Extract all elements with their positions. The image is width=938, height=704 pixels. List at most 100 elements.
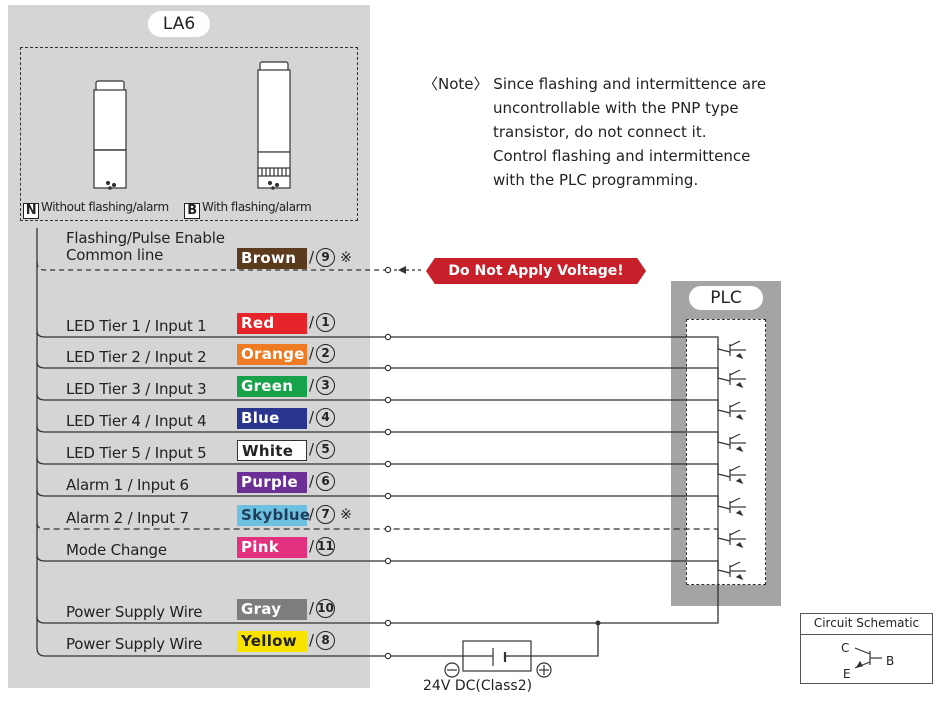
terminals (384, 266, 392, 660)
wire-purple (36, 489, 731, 510)
device-name-tag: LA6 (148, 11, 210, 37)
note: 〈Note〉 Since flashing and intermittence … (423, 72, 766, 192)
pin-purple: /6 (309, 472, 336, 491)
wire-label-skyblue: Alarm 2 / Input 7 (66, 509, 189, 527)
wire-label-gray: Power Supply Wire (66, 603, 203, 621)
variant-n-label: Without flashing/alarm (41, 200, 169, 214)
color-box-red: Red (237, 313, 307, 334)
wire-red (36, 330, 731, 353)
variant-n-letter: N (23, 203, 39, 219)
note-line-5: with the PLC programming. (493, 171, 699, 189)
color-box-brown: Brown (237, 248, 307, 269)
tower-lamp-n-icon (93, 80, 127, 190)
wire-blue (36, 425, 731, 446)
note-line-1: Since flashing and intermittence are (493, 75, 767, 93)
transistor-6 (729, 497, 746, 517)
pin-number: 3 (316, 376, 336, 395)
warning-banner: Do Not Apply Voltage! (426, 258, 646, 284)
pin-number: 5 (316, 440, 336, 459)
pin-blue: /4 (309, 408, 336, 427)
variant-b-letter: B (184, 203, 200, 219)
color-box-purple: Purple (237, 472, 307, 493)
plc-name-tag: PLC (689, 286, 763, 310)
wire-skyblue-tail (717, 529, 731, 542)
pin-number: 7 (316, 505, 336, 524)
wire-label-blue: LED Tier 4 / Input 4 (66, 412, 207, 430)
wire-gray (36, 580, 719, 624)
pin-gray: /10 (309, 599, 336, 618)
note-line-2: uncontrollable with the PNP type (493, 99, 739, 117)
schematic-c-label: C (841, 641, 850, 655)
warning-arrow (398, 266, 406, 274)
battery-icon (444, 640, 552, 678)
supply-label: 24V DC(Class2) (423, 678, 533, 694)
pin-number: 2 (316, 344, 336, 363)
color-box-blue: Blue (237, 408, 307, 429)
schematic-b-label: B (886, 654, 895, 668)
pin-number: 6 (316, 472, 336, 491)
pin-number: 9 (316, 248, 336, 267)
color-box-skyblue: Skyblue (237, 505, 310, 526)
circuit-schematic-title: Circuit Schematic (800, 613, 933, 635)
wire-brown (36, 261, 388, 271)
color-box-orange: Orange (237, 344, 307, 365)
schematic-e-label: E (843, 667, 851, 681)
transistor-2 (729, 369, 746, 389)
wire-pink (36, 554, 731, 574)
transistor-3 (729, 401, 746, 421)
ref-mark: ※ (340, 507, 352, 523)
circuit-schematic-box (800, 613, 933, 684)
color-box-gray: Gray (237, 599, 307, 620)
wire-label-brown: Flashing/Pulse Enable Common line (66, 230, 225, 264)
note-prefix: 〈Note〉 (423, 75, 489, 93)
wire-lines (36, 261, 731, 657)
pin-number: 10 (316, 599, 336, 618)
color-box-yellow: Yellow (237, 631, 307, 652)
variant-b-label: With flashing/alarm (202, 200, 312, 214)
wire-white (36, 457, 731, 478)
color-box-green: Green (237, 376, 307, 397)
pin-red: /1 (309, 313, 336, 332)
transistor-1 (729, 340, 746, 360)
transistor-7 (729, 529, 746, 549)
la6-panel (8, 5, 370, 688)
plc-transistors (717, 340, 746, 581)
wire-label-brown-line2: Common line (66, 246, 164, 264)
transistor-4 (729, 433, 746, 453)
transistor-5 (729, 465, 746, 485)
variant-box (20, 47, 358, 221)
pin-number: 4 (316, 408, 336, 427)
schematic-transistor-icon (854, 647, 882, 669)
wire-label-green: LED Tier 3 / Input 3 (66, 380, 207, 398)
wire-label-orange: LED Tier 2 / Input 2 (66, 348, 207, 366)
pin-green: /3 (309, 376, 336, 395)
wire-label-yellow: Power Supply Wire (66, 635, 203, 653)
note-line-3: transistor, do not connect it. (493, 123, 707, 141)
pin-number: 1 (316, 313, 336, 332)
tower-lamp-b-icon (257, 61, 291, 190)
wire-label-pink: Mode Change (66, 541, 167, 559)
wire-label-purple: Alarm 1 / Input 6 (66, 476, 189, 494)
junction-dot (595, 620, 601, 626)
color-box-pink: Pink (237, 537, 307, 558)
ref-mark: ※ (340, 250, 352, 266)
pin-orange: /2 (309, 344, 336, 363)
pin-number: 11 (316, 537, 336, 556)
wire-orange (36, 361, 731, 382)
wire-yellow (36, 623, 599, 657)
wire-label-red: LED Tier 1 / Input 1 (66, 317, 207, 335)
pin-white: /5 (309, 440, 336, 459)
pin-yellow: /8 (309, 631, 336, 650)
transistor-8 (729, 561, 746, 581)
color-box-white: White (237, 440, 307, 461)
pin-skyblue: /7※ (309, 505, 352, 524)
note-line-4: Control flashing and intermittence (493, 147, 751, 165)
wire-label-brown-line1: Flashing/Pulse Enable (66, 229, 225, 247)
pin-number: 8 (316, 631, 336, 650)
wire-label-white: LED Tier 5 / Input 5 (66, 444, 207, 462)
pin-brown: /9※ (309, 248, 352, 267)
wire-skyblue (36, 522, 718, 530)
